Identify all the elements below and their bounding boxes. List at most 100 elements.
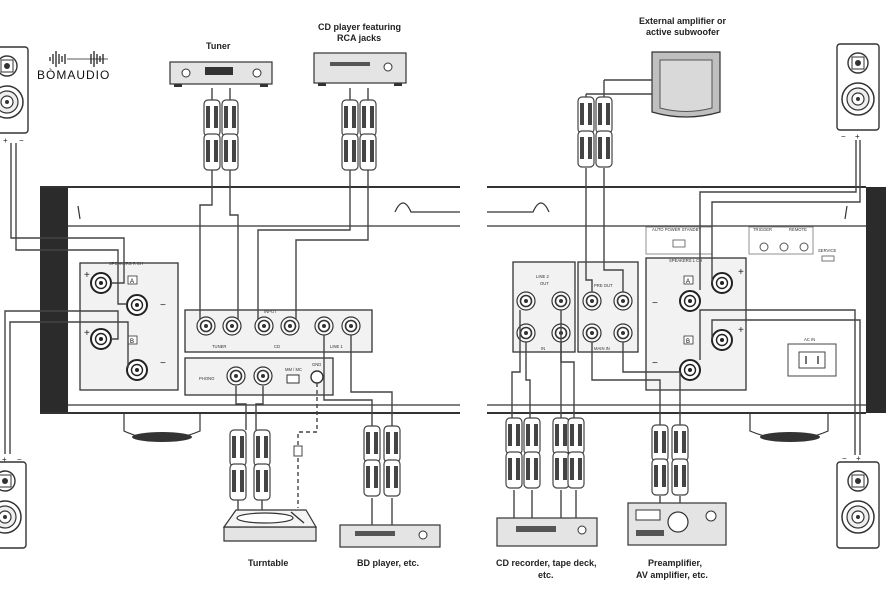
cd-input-label: CD [274, 344, 280, 349]
bd-player-label: BD player, etc. [357, 558, 419, 568]
svg-text:−: − [652, 298, 658, 309]
sound-wave-icon [49, 51, 108, 67]
speaker-terminal-lb-minus[interactable] [679, 359, 701, 381]
bd-player-device [339, 524, 441, 548]
auto-power-standby-switch[interactable] [672, 239, 686, 248]
cd-recorder-label-2: etc. [538, 570, 554, 580]
phono-jack-r[interactable] [226, 366, 246, 386]
cd-recorder-label-1: CD recorder, tape deck, [496, 558, 597, 568]
preamp-label-1: Preamplifier, [648, 558, 702, 568]
tuner-jack-l[interactable] [222, 316, 242, 336]
logo-text: BÒMAUDIO [37, 67, 110, 82]
cd-jack-r[interactable] [254, 316, 274, 336]
service-port[interactable] [821, 255, 835, 262]
cd-player-label-2: RCA jacks [337, 33, 381, 43]
terminal-lb-label: B [686, 339, 690, 345]
svg-text:−: − [160, 300, 166, 311]
svg-text:−: − [19, 136, 24, 145]
svg-text:+: + [84, 270, 90, 281]
speaker-top-left [0, 46, 29, 134]
phono-jack-l[interactable] [253, 366, 273, 386]
phono-panel: PHONO MM / MC GND [184, 357, 334, 396]
preamplifier-device [627, 502, 727, 546]
speaker-bottom-left [0, 461, 27, 549]
cables [4, 79, 861, 525]
ac-in-label: AC IN [804, 337, 815, 342]
speakers-r-ch-label: SPEAKERS R CH [109, 261, 143, 266]
main-in-jack-l[interactable] [613, 323, 633, 343]
speakers-r-ch-panel: SPEAKERS R CH A B +− +− [79, 261, 179, 391]
svg-text:+: + [3, 136, 8, 145]
speaker-terminal-b-plus[interactable] [90, 328, 112, 350]
speaker-terminal-la-minus[interactable] [679, 290, 701, 312]
gnd-label: GND [312, 362, 321, 367]
speaker-terminal-a-plus[interactable] [90, 272, 112, 294]
line2-label: LINE 2 [536, 274, 549, 279]
tuner-jack-r[interactable] [196, 316, 216, 336]
pre-out-jack-r[interactable] [582, 291, 602, 311]
remote-label: REMOTE [789, 227, 807, 232]
speaker-terminal-b-minus[interactable] [126, 359, 148, 381]
cd-player-device [313, 52, 407, 86]
pre-out-jack-l[interactable] [613, 291, 633, 311]
line2-out-jack-l[interactable] [551, 291, 571, 311]
mm-mc-switch[interactable] [286, 374, 300, 384]
terminal-la-label: A [686, 279, 690, 285]
line1-jack-l[interactable] [341, 316, 361, 336]
speaker-terminal-a-minus[interactable] [126, 294, 148, 316]
cd-jack-l[interactable] [280, 316, 300, 336]
svg-text:−: − [841, 132, 846, 141]
external-amplifier-device [651, 51, 721, 118]
line1-jack-r[interactable] [314, 316, 334, 336]
svg-text:+: + [2, 455, 7, 464]
speaker-terminal-la-plus[interactable] [711, 272, 733, 294]
brand-logo: BÒMAUDIO [37, 51, 110, 82]
speakers-l-ch-label: SPEAKERS L CH [669, 258, 702, 263]
ext-amp-label-2: active subwoofer [646, 27, 720, 37]
service-label: SERVICE [818, 248, 837, 253]
svg-text:+: + [855, 132, 860, 141]
tuner-device [169, 61, 273, 87]
tuner-label: Tuner [206, 41, 231, 51]
cd-recorder-device [496, 517, 598, 547]
auto-power-standby-label: AUTO POWER STANDBY [652, 227, 701, 232]
input-label: INPUT [264, 309, 277, 314]
speaker-bottom-right [836, 461, 880, 549]
control-panel: AUTO POWER STANDBY TRIGGER REMOTE SERVIC… [645, 226, 837, 377]
svg-text:−: − [842, 454, 847, 463]
line2-in-label: IN [541, 346, 545, 351]
line2-out-jack-r[interactable] [516, 291, 536, 311]
svg-text:−: − [652, 358, 658, 369]
phono-label: PHONO [199, 376, 215, 381]
main-in-label: MAIN IN [594, 346, 610, 351]
svg-text:+: + [738, 325, 744, 336]
trigger-in-jack[interactable] [759, 242, 769, 252]
input-panel: INPUT TUNER CD LINE 1 [184, 309, 373, 353]
mm-mc-label: MM / MC [285, 367, 302, 372]
line1-input-label: LINE 1 [330, 344, 343, 349]
terminal-a-label: A [130, 279, 134, 285]
line2-panel: LINE 2 OUT IN [512, 261, 576, 353]
speaker-terminal-lb-plus[interactable] [711, 329, 733, 351]
pre-out-main-in-panel: PRE OUT MAIN IN [577, 261, 639, 353]
amplifier-rear-right [487, 186, 886, 442]
svg-text:−: − [17, 455, 22, 464]
main-in-jack-r[interactable] [582, 323, 602, 343]
svg-text:−: − [160, 358, 166, 369]
trigger-label: TRIGGER [753, 227, 772, 232]
line2-out-label: OUT [540, 281, 549, 286]
tuner-input-label: TUNER [212, 344, 226, 349]
speakers-l-ch-panel: SPEAKERS L CH A B + − + − [645, 257, 747, 391]
turntable-label: Turntable [248, 558, 288, 568]
terminal-b-label: B [130, 339, 134, 345]
speaker-top-right [836, 43, 880, 131]
ext-amp-label-1: External amplifier or [639, 16, 727, 26]
pre-out-label: PRE OUT [594, 283, 613, 288]
gnd-terminal[interactable] [310, 370, 324, 384]
amplifier-rear-left [40, 186, 460, 442]
turntable-device [222, 509, 318, 542]
remote-out-jack[interactable] [799, 242, 809, 252]
remote-in-jack[interactable] [779, 242, 789, 252]
svg-text:+: + [738, 267, 744, 278]
